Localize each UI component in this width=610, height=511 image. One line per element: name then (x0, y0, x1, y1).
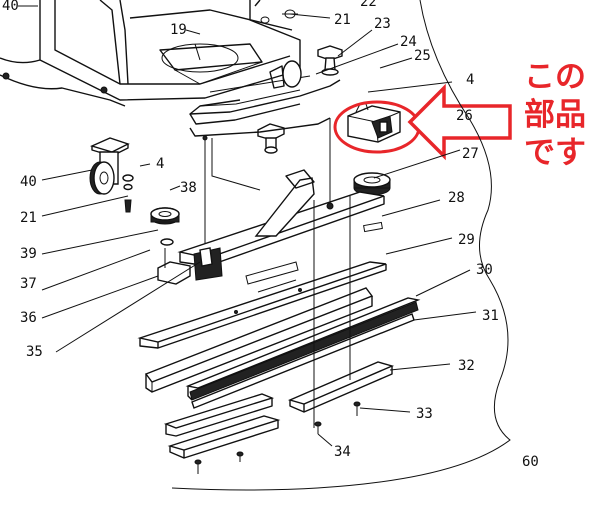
label-23: 23 (374, 16, 391, 32)
label-29: 29 (458, 232, 475, 248)
rail-30 (185, 297, 421, 401)
label-30: 30 (476, 262, 493, 278)
rail-29 (137, 261, 387, 349)
main-beam (177, 169, 385, 293)
label-39: 39 (20, 246, 37, 262)
label-19: 19 (170, 22, 187, 38)
washer (123, 183, 133, 191)
caster-wheel-40 (89, 137, 130, 195)
outline-60 (171, 0, 511, 491)
label-33: 33 (416, 406, 433, 422)
annotation-line-3: です (524, 135, 586, 171)
knob-23 (317, 45, 343, 76)
label-4-top: 4 (466, 72, 474, 88)
label-22: 22 (360, 0, 377, 10)
part-26-bracket (347, 103, 401, 143)
label-36: 36 (20, 310, 37, 326)
callout-arrow (407, 83, 512, 161)
foot-knob (157, 248, 191, 285)
label-25: 25 (414, 48, 431, 64)
label-37: 37 (20, 276, 37, 292)
label-34: 34 (334, 444, 351, 460)
label-28: 28 (448, 190, 465, 206)
screw-34 (314, 421, 322, 434)
lower-bar (167, 415, 281, 459)
label-32: 32 (458, 358, 475, 374)
label-38: 38 (180, 180, 197, 196)
label-60: 60 (522, 454, 539, 470)
label-26: 26 (456, 108, 473, 124)
screw-21 (124, 199, 132, 213)
label-40: 40 (20, 174, 37, 190)
screw-lower-b (236, 451, 244, 462)
screw-33 (353, 401, 361, 416)
washer-36 (160, 238, 174, 246)
label-35: 35 (26, 344, 43, 360)
wheel-37 (150, 207, 180, 225)
bar-32 (287, 361, 395, 413)
wheel-27 (353, 172, 391, 196)
label-31: 31 (482, 308, 499, 324)
label-21-top: 21 (334, 12, 351, 28)
label-24: 24 (400, 34, 417, 50)
annotation-line-2: 部品 (524, 97, 586, 133)
annotation-text: この 部品 です (524, 58, 586, 172)
channel-35 (144, 287, 374, 393)
machine-body (0, 0, 341, 125)
lower-channel (163, 393, 275, 437)
washer-4 (122, 174, 134, 182)
knob-under-plate (257, 123, 285, 154)
label-40-top: 40 (2, 0, 19, 14)
screw-lower-a (194, 459, 202, 474)
part-number-labels: 40 22 21 19 23 24 25 4 26 27 40 4 38 21 … (2, 0, 539, 470)
label-21: 21 (20, 210, 37, 226)
label-4: 4 (156, 156, 164, 172)
leader-lines (18, 5, 477, 447)
annotation-line-1: この (524, 59, 586, 95)
frame-plate (189, 117, 331, 260)
label-27: 27 (462, 146, 479, 162)
